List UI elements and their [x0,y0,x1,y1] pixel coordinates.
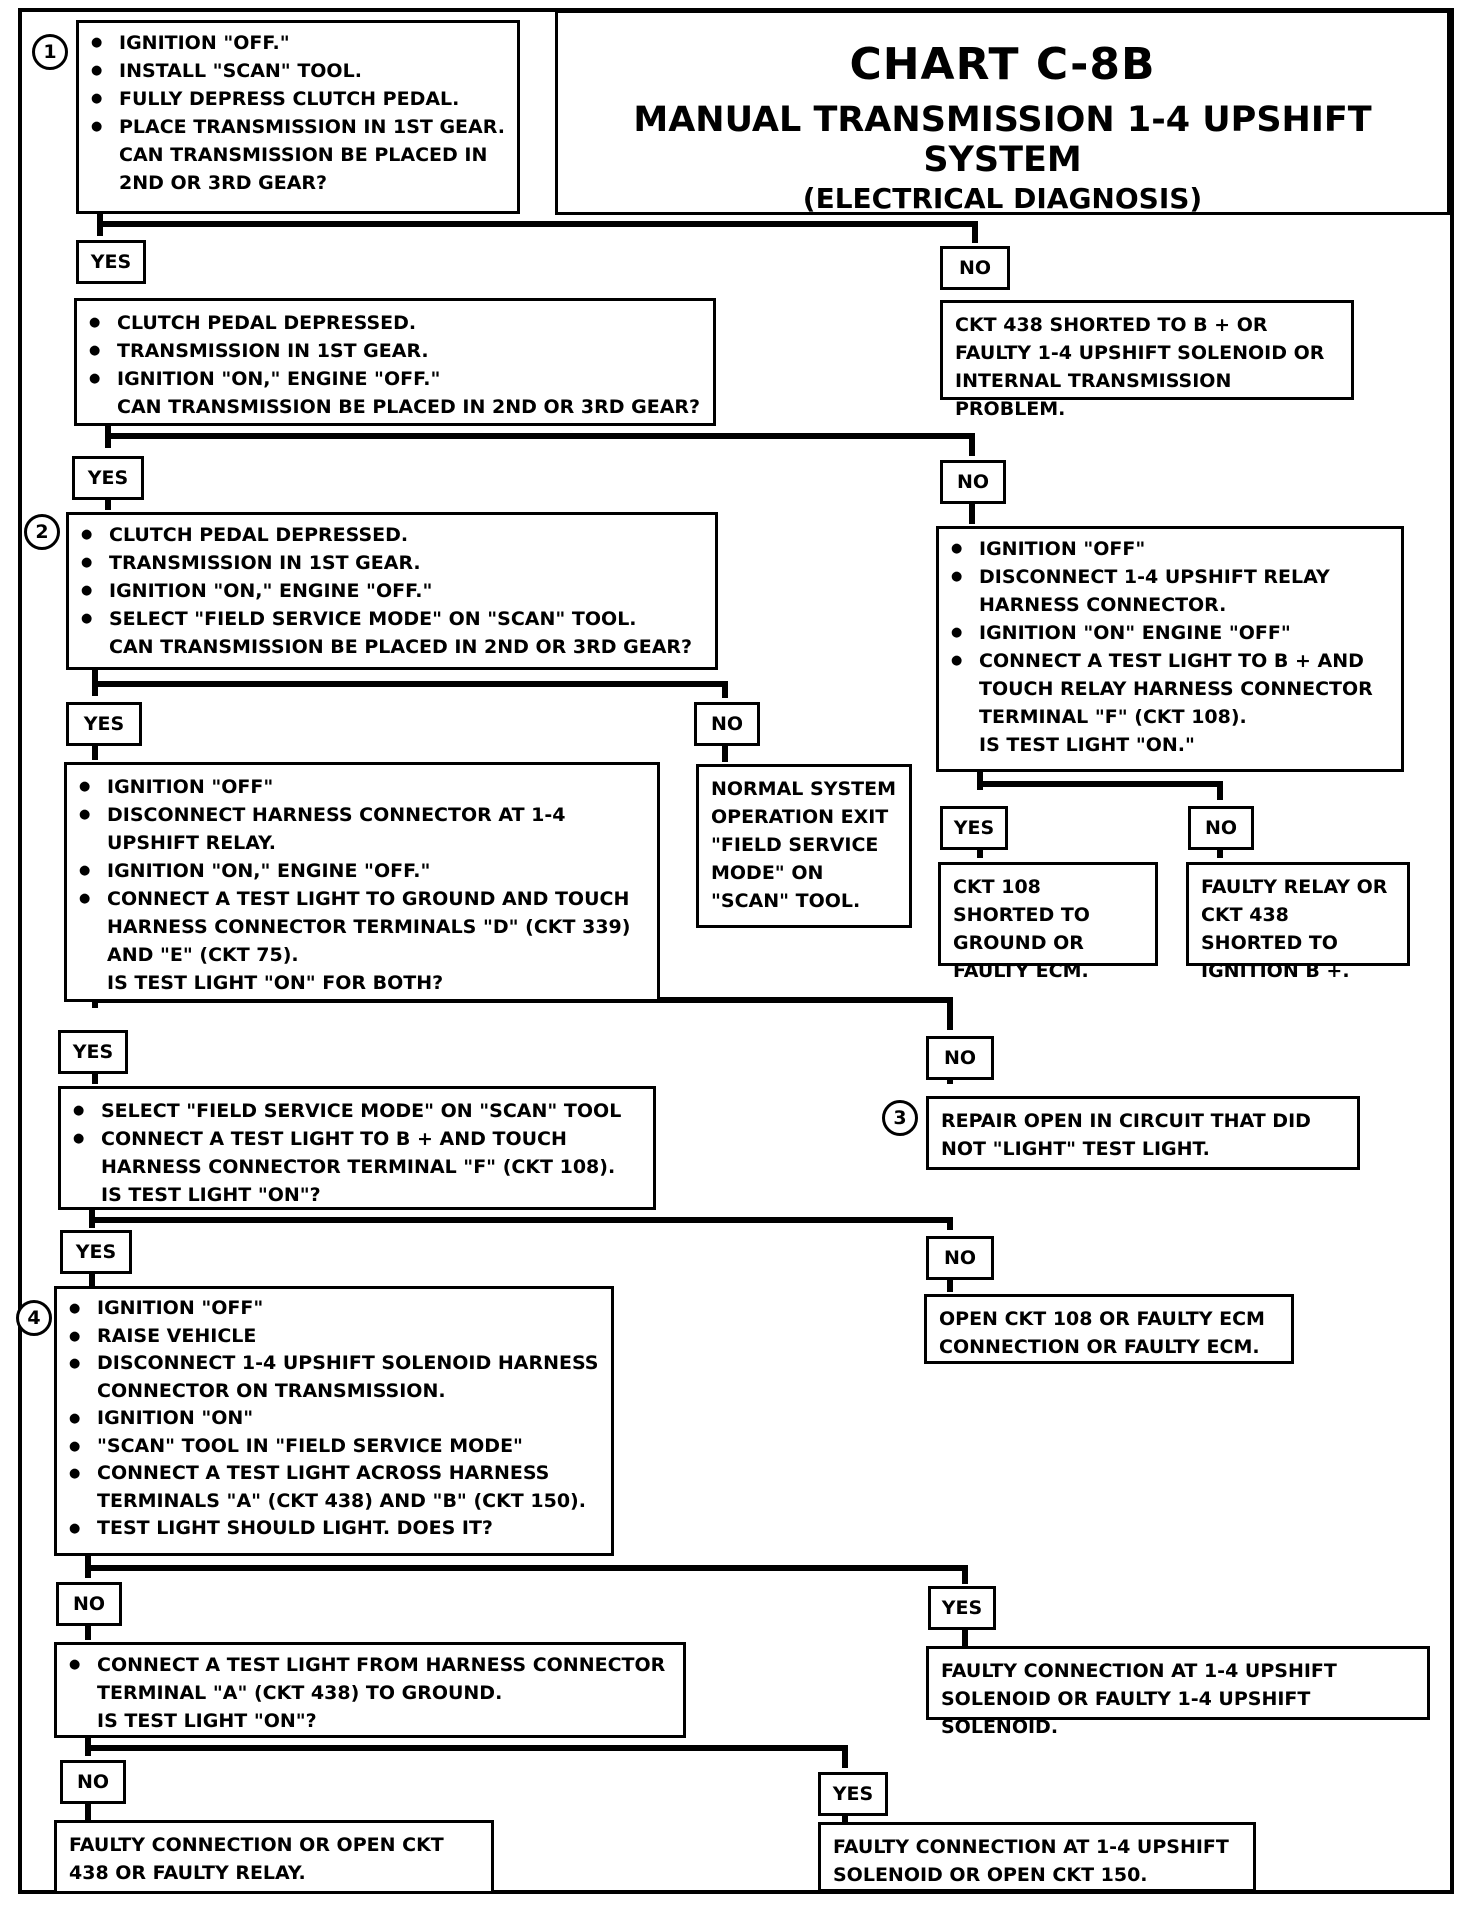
step2-no-item: IGNITION "ON" ENGINE "OFF" [949,619,1391,647]
yes-label: YES [66,702,142,746]
step6-item: RAISE VEHICLE [67,1323,601,1351]
yes-label: YES [76,240,146,284]
step1-item: PLACE TRANSMISSION IN 1ST GEAR. [89,113,507,141]
step2-item: CLUTCH PEDAL DEPRESSED. [87,309,703,337]
step3-item: IGNITION "ON," ENGINE "OFF." [79,577,705,605]
step2-question: CAN TRANSMISSION BE PLACED IN 2ND OR 3RD… [117,396,701,418]
step7-item: CONNECT A TEST LIGHT FROM HARNESS CONNEC… [67,1651,673,1707]
step2-no-yes-result: CKT 108 SHORTED TO GROUND OR FAULTY ECM. [938,862,1158,982]
step5-question: IS TEST LIGHT "ON"? [101,1184,321,1206]
step2-item: IGNITION "ON," ENGINE "OFF." [87,365,703,393]
step3-item: SELECT "FIELD SERVICE MODE" ON "SCAN" TO… [79,605,705,633]
step5-no-result: OPEN CKT 108 OR FAULTY ECM CONNECTION OR… [924,1294,1294,1364]
step6-item: "SCAN" TOOL IN "FIELD SERVICE MODE" [67,1433,601,1461]
chart-subtitle-2: (ELECTRICAL DIAGNOSIS) [802,182,1203,215]
yes-label: YES [58,1030,128,1074]
no-label: NO [940,246,1010,290]
yes-label: YES [60,1230,132,1274]
yes-label: YES [940,806,1008,850]
no-label: NO [60,1760,126,1804]
step6-item: IGNITION "ON" [67,1405,601,1433]
step7-box: CONNECT A TEST LIGHT FROM HARNESS CONNEC… [54,1642,686,1738]
step6-item: IGNITION "OFF" [67,1295,601,1323]
step4-item: CONNECT A TEST LIGHT TO GROUND AND TOUCH… [77,885,647,969]
step2-no-item: CONNECT A TEST LIGHT TO B + AND TOUCH RE… [949,647,1391,731]
step4-no-result: REPAIR OPEN IN CIRCUIT THAT DID NOT "LIG… [926,1096,1360,1170]
chart-title-box: CHART C-8B MANUAL TRANSMISSION 1-4 UPSHI… [555,10,1450,215]
step-marker-1: 1 [32,34,68,70]
no-label: NO [926,1036,994,1080]
step2-no-question: IS TEST LIGHT "ON." [979,734,1195,756]
step1-item: IGNITION "OFF." [89,29,507,57]
step4-item: IGNITION "ON," ENGINE "OFF." [77,857,647,885]
step1-item: INSTALL "SCAN" TOOL. [89,57,507,85]
chart-subtitle: MANUAL TRANSMISSION 1-4 UPSHIFT SYSTEM [633,100,1372,180]
no-label: NO [940,460,1006,504]
step4-question: IS TEST LIGHT "ON" FOR BOTH? [107,972,444,994]
step1-no-result: CKT 438 SHORTED TO B + OR FAULTY 1-4 UPS… [940,300,1354,420]
step3-item: TRANSMISSION IN 1ST GEAR. [79,549,705,577]
step3-box: CLUTCH PEDAL DEPRESSED. TRANSMISSION IN … [66,512,718,670]
step4-box: IGNITION "OFF" DISCONNECT HARNESS CONNEC… [64,762,660,1002]
step6-item: CONNECT A TEST LIGHT ACROSS HARNESS TERM… [67,1460,601,1515]
step7-question: IS TEST LIGHT "ON"? [97,1710,317,1732]
step2-no-no-result: FAULTY RELAY OR CKT 438 SHORTED TO IGNIT… [1186,862,1410,982]
step-marker-2: 2 [24,514,60,550]
step2-box: CLUTCH PEDAL DEPRESSED. TRANSMISSION IN … [74,298,716,426]
step6-item: TEST LIGHT SHOULD LIGHT. DOES IT? [67,1515,601,1543]
step2-no-item: DISCONNECT 1-4 UPSHIFT RELAY HARNESS CON… [949,563,1391,619]
step6-box: IGNITION "OFF" RAISE VEHICLE DISCONNECT … [54,1286,614,1556]
step7-yes-result: FAULTY CONNECTION AT 1-4 UPSHIFT SOLENOI… [818,1822,1256,1892]
step-marker-4: 4 [16,1300,52,1336]
step2-no-item: IGNITION "OFF" [949,535,1391,563]
step2-no-box: IGNITION "OFF" DISCONNECT 1-4 UPSHIFT RE… [936,526,1404,772]
step6-yes-result: FAULTY CONNECTION AT 1-4 UPSHIFT SOLENOI… [926,1646,1430,1738]
chart-title: CHART C-8B [849,39,1156,90]
no-label: NO [694,702,760,746]
step-marker-3: 3 [882,1100,918,1136]
step1-item: FULLY DEPRESS CLUTCH PEDAL. [89,85,507,113]
no-label: NO [56,1582,122,1626]
yes-label: YES [818,1772,888,1816]
step1-question: CAN TRANSMISSION BE PLACED IN 2ND OR 3RD… [119,144,488,194]
yes-label: YES [928,1586,996,1630]
step6-item: DISCONNECT 1-4 UPSHIFT SOLENOID HARNESS … [67,1350,601,1405]
yes-label: YES [72,456,144,500]
step3-question: CAN TRANSMISSION BE PLACED IN 2ND OR 3RD… [109,636,693,658]
step4-item: IGNITION "OFF" [77,773,647,801]
step4-item: DISCONNECT HARNESS CONNECTOR AT 1-4 UPSH… [77,801,647,857]
step5-item: SELECT "FIELD SERVICE MODE" ON "SCAN" TO… [71,1097,643,1125]
step5-box: SELECT "FIELD SERVICE MODE" ON "SCAN" TO… [58,1086,656,1210]
no-label: NO [926,1236,994,1280]
step3-no-result: NORMAL SYSTEM OPERATION EXIT "FIELD SERV… [696,764,912,928]
step7-no-result: FAULTY CONNECTION OR OPEN CKT 438 OR FAU… [54,1820,494,1894]
step2-item: TRANSMISSION IN 1ST GEAR. [87,337,703,365]
step1-box: IGNITION "OFF." INSTALL "SCAN" TOOL. FUL… [76,20,520,214]
no-label: NO [1188,806,1254,850]
step3-item: CLUTCH PEDAL DEPRESSED. [79,521,705,549]
step5-item: CONNECT A TEST LIGHT TO B + AND TOUCH HA… [71,1125,643,1181]
